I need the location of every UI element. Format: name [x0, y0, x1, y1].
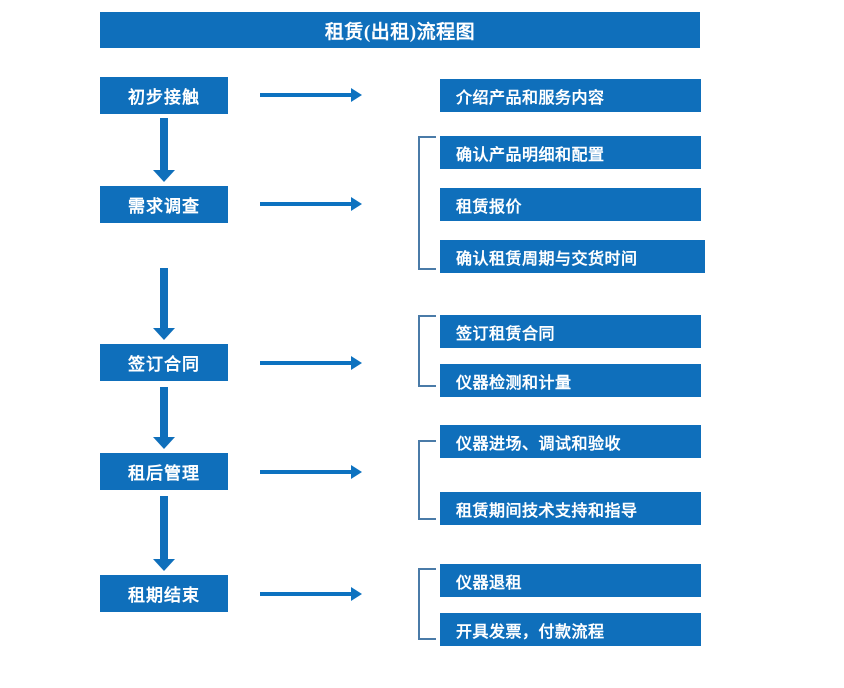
detail-box-technical-support[interactable]: 租赁期间技术支持和指导 — [440, 492, 701, 525]
vertical-arrow-4 — [153, 496, 175, 571]
arrow-shaft — [160, 496, 168, 559]
detail-box-instrument-onsite[interactable]: 仪器进场、调试和验收 — [440, 425, 701, 458]
stage-box-requirement-survey[interactable]: 需求调查 — [100, 186, 228, 223]
horizontal-arrow-1 — [260, 88, 362, 102]
arrow-head — [351, 88, 362, 102]
arrow-shaft — [260, 470, 352, 474]
group-bracket-sign-contract — [418, 315, 436, 387]
vertical-arrow-2 — [153, 268, 175, 340]
arrow-head — [351, 356, 362, 370]
stage-box-initial-contact[interactable]: 初步接触 — [100, 77, 228, 114]
arrow-head — [153, 170, 175, 182]
horizontal-arrow-3 — [260, 356, 362, 370]
arrow-shaft — [160, 268, 168, 328]
group-bracket-post-rental-mgmt — [418, 440, 436, 520]
arrow-head — [351, 197, 362, 211]
arrow-shaft — [160, 118, 168, 170]
arrow-shaft — [260, 592, 352, 596]
horizontal-arrow-4 — [260, 465, 362, 479]
detail-box-invoice-payment[interactable]: 开具发票，付款流程 — [440, 613, 701, 646]
group-bracket-requirement-survey — [418, 136, 436, 270]
horizontal-arrow-5 — [260, 587, 362, 601]
stage-box-sign-contract[interactable]: 签订合同 — [100, 344, 228, 381]
horizontal-arrow-2 — [260, 197, 362, 211]
flowchart-title: 租赁(出租)流程图 — [100, 12, 700, 48]
group-bracket-lease-end — [418, 568, 436, 640]
arrow-head — [153, 559, 175, 571]
arrow-shaft — [260, 361, 352, 365]
arrow-head — [153, 328, 175, 340]
arrow-head — [351, 465, 362, 479]
arrow-shaft — [260, 93, 352, 97]
arrow-shaft — [260, 202, 352, 206]
stage-box-lease-end[interactable]: 租期结束 — [100, 575, 228, 612]
detail-box-introduce-products[interactable]: 介绍产品和服务内容 — [440, 79, 701, 112]
arrow-shaft — [160, 387, 168, 437]
stage-box-post-rental-mgmt[interactable]: 租后管理 — [100, 453, 228, 490]
detail-box-rental-quotation[interactable]: 租赁报价 — [440, 188, 701, 221]
arrow-head — [351, 587, 362, 601]
arrow-head — [153, 437, 175, 449]
detail-box-confirm-spec-config[interactable]: 确认产品明细和配置 — [440, 136, 701, 169]
detail-box-instrument-return[interactable]: 仪器退租 — [440, 564, 701, 597]
detail-box-confirm-term-delivery[interactable]: 确认租赁周期与交货时间 — [440, 240, 705, 273]
vertical-arrow-3 — [153, 387, 175, 449]
detail-box-sign-rental-contract[interactable]: 签订租赁合同 — [440, 315, 701, 348]
vertical-arrow-1 — [153, 118, 175, 182]
detail-box-instrument-testing[interactable]: 仪器检测和计量 — [440, 364, 701, 397]
